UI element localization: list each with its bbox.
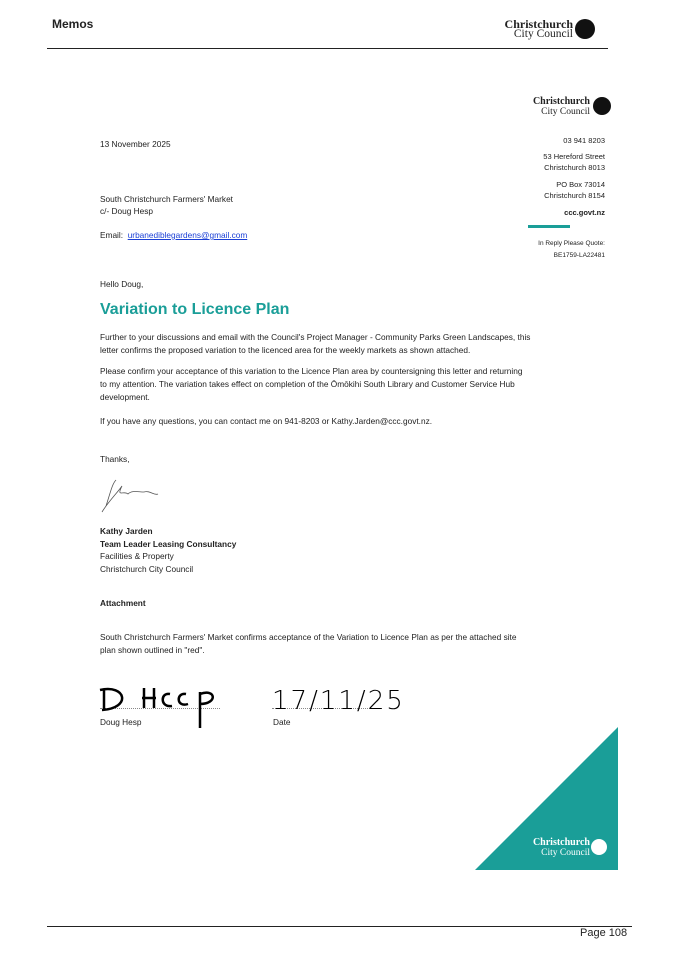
signature-line: [100, 708, 220, 709]
date-line: [272, 708, 382, 709]
paragraph-line: to my attention. The variation takes eff…: [100, 379, 515, 389]
letterhead-logo: Christchurch City Council: [500, 96, 590, 118]
attachment-text: plan shown outlined in "red".: [100, 645, 205, 655]
signer-title: Team Leader Leasing Consultancy: [100, 539, 237, 549]
sign-name-label: Doug Hesp: [100, 717, 142, 727]
closing: Thanks,: [100, 454, 130, 464]
reply-label: In Reply Please Quote:: [538, 240, 605, 247]
header-logo: Christchurch City Council: [480, 17, 573, 40]
accent-bar: [528, 225, 570, 228]
attachment-text: South Christchurch Farmers' Market confi…: [100, 632, 517, 642]
ccc-tree-icon: [593, 97, 611, 115]
email-label: Email:: [100, 230, 124, 240]
website: ccc.govt.nz: [564, 208, 605, 217]
logo-text: Christchurch: [504, 17, 573, 31]
ccc-tree-icon: [591, 839, 607, 855]
street: 53 Hereford Street: [543, 152, 605, 161]
reply-reference: BE1759-LA22481: [553, 252, 605, 259]
logo-text: Christchurch: [532, 837, 590, 848]
pobox: PO Box 73014: [556, 180, 605, 189]
doug-signature: [99, 687, 214, 728]
footer-logo: Christchurch City Council: [500, 837, 590, 859]
signer-org: Christchurch City Council: [100, 564, 194, 574]
logo-text: City Council: [513, 28, 573, 40]
paragraph-line: letter confirms the proposed variation t…: [100, 345, 471, 355]
letter-date: 13 November 2025: [100, 139, 171, 149]
page-number: Page 108: [580, 927, 628, 939]
attachment-heading: Attachment: [100, 598, 146, 608]
header-rule: [47, 48, 608, 49]
sign-date-label: Date: [273, 717, 291, 727]
signer-name: Kathy Jarden: [100, 526, 153, 536]
paragraph-line: Further to your discussions and email wi…: [100, 332, 531, 342]
phone: 03 941 8203: [563, 136, 605, 145]
city: Christchurch 8013: [544, 163, 605, 172]
logo-text: City Council: [541, 107, 590, 117]
footer-rule: [47, 926, 632, 927]
handwritten-date: 17/11/25: [272, 686, 405, 716]
letter-title: Variation to Licence Plan: [100, 301, 290, 318]
paragraph-line: If you have any questions, you can conta…: [100, 416, 433, 426]
logo-text: City Council: [541, 848, 590, 858]
section-title: Memos: [52, 17, 94, 31]
greeting: Hello Doug,: [100, 279, 144, 289]
paragraph-line: Please confirm your acceptance of this v…: [100, 366, 523, 376]
paragraph-line: development.: [100, 392, 150, 402]
signer-dept: Facilities & Property: [100, 551, 174, 561]
recipient: c/- Doug Hesp: [100, 206, 154, 216]
teal-corner-graphic: [475, 727, 618, 870]
kathy-signature: [101, 479, 159, 513]
recipient: South Christchurch Farmers' Market: [100, 194, 233, 204]
logo-text: Christchurch: [532, 96, 590, 107]
city: Christchurch 8154: [544, 191, 605, 200]
ccc-tree-icon: [575, 19, 595, 39]
email-link[interactable]: urbanediblegardens@gmail.com: [127, 230, 248, 240]
